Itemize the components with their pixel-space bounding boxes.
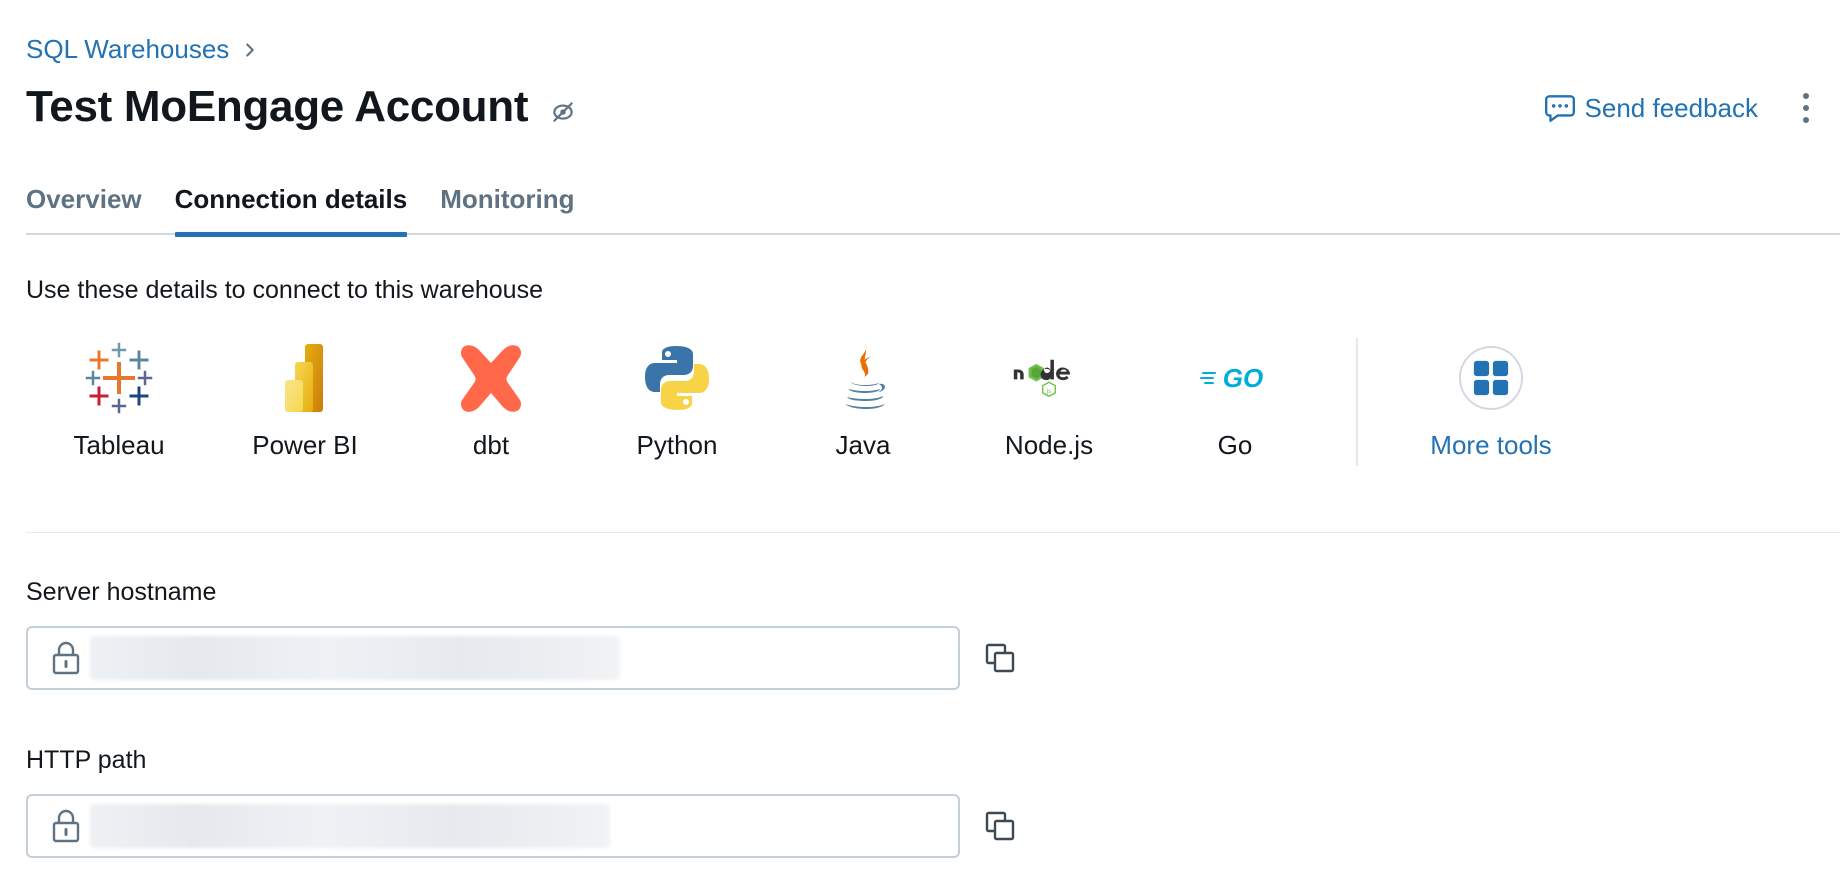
svg-text:js: js xyxy=(1046,388,1052,395)
tool-label: Node.js xyxy=(1004,430,1094,460)
tool-label: dbt xyxy=(472,430,510,460)
power-bi-icon xyxy=(285,344,323,412)
header-actions: Send feedback xyxy=(1543,90,1814,126)
lock-icon xyxy=(52,809,80,843)
chat-bubble-icon xyxy=(1544,95,1575,122)
breadcrumb-link-sql-warehouses[interactable]: SQL Warehouses xyxy=(26,34,230,64)
tool-label: Power BI xyxy=(252,430,358,460)
java-icon xyxy=(845,344,885,409)
tableau-icon xyxy=(85,342,153,414)
http-path-field[interactable] xyxy=(26,794,960,858)
tab-overview[interactable]: Overview xyxy=(26,184,142,214)
send-feedback-button[interactable]: Send feedback xyxy=(1543,91,1758,125)
eye-off-icon[interactable] xyxy=(550,98,576,124)
tool-nodejs[interactable]: js Node.js xyxy=(956,340,1142,470)
tool-java[interactable]: Java xyxy=(770,340,956,470)
tool-label: Go xyxy=(1217,430,1253,460)
tab-bar: Overview Connection details Monitoring xyxy=(26,180,1840,237)
grid-icon xyxy=(1473,360,1509,396)
server-hostname-label: Server hostname xyxy=(26,578,217,606)
tool-python[interactable]: Python xyxy=(584,340,770,470)
send-feedback-label: Send feedback xyxy=(1584,92,1758,123)
tool-label: Python xyxy=(636,430,718,460)
page-title: Test MoEngage Account xyxy=(26,82,529,131)
tab-connection-details[interactable]: Connection details xyxy=(174,180,407,237)
redacted-value xyxy=(90,636,620,680)
tool-tableau[interactable]: Tableau xyxy=(26,340,212,470)
tool-go[interactable]: GO Go xyxy=(1142,340,1328,470)
http-path-label: HTTP path xyxy=(26,746,147,774)
redacted-value xyxy=(90,804,610,848)
go-icon: GO xyxy=(1200,363,1263,393)
copy-icon[interactable] xyxy=(984,642,1016,674)
tool-label: Tableau xyxy=(73,430,165,460)
tab-monitoring[interactable]: Monitoring xyxy=(440,184,575,214)
server-hostname-field[interactable] xyxy=(26,626,960,690)
tool-power-bi[interactable]: Power BI xyxy=(212,340,398,470)
tools-divider xyxy=(1356,338,1358,466)
dbt-icon xyxy=(461,345,521,412)
nodejs-icon: js xyxy=(1013,359,1071,398)
intro-text: Use these details to connect to this war… xyxy=(26,276,543,304)
more-tools-button[interactable]: More tools xyxy=(1398,340,1584,470)
kebab-menu-icon[interactable] xyxy=(1798,90,1814,126)
python-icon xyxy=(645,346,709,410)
tool-list: Tableau Power BI dbt xyxy=(26,338,1584,470)
lock-icon xyxy=(52,641,80,675)
copy-icon[interactable] xyxy=(984,810,1016,842)
svg-text:GO: GO xyxy=(1223,363,1263,393)
section-divider xyxy=(26,532,1840,533)
breadcrumb: SQL Warehouses xyxy=(26,34,261,65)
more-tools-label: More tools xyxy=(1430,430,1552,460)
chevron-right-icon xyxy=(246,42,255,57)
tool-label: Java xyxy=(835,430,891,460)
title-row: Test MoEngage Account xyxy=(26,82,576,132)
tool-dbt[interactable]: dbt xyxy=(398,340,584,470)
